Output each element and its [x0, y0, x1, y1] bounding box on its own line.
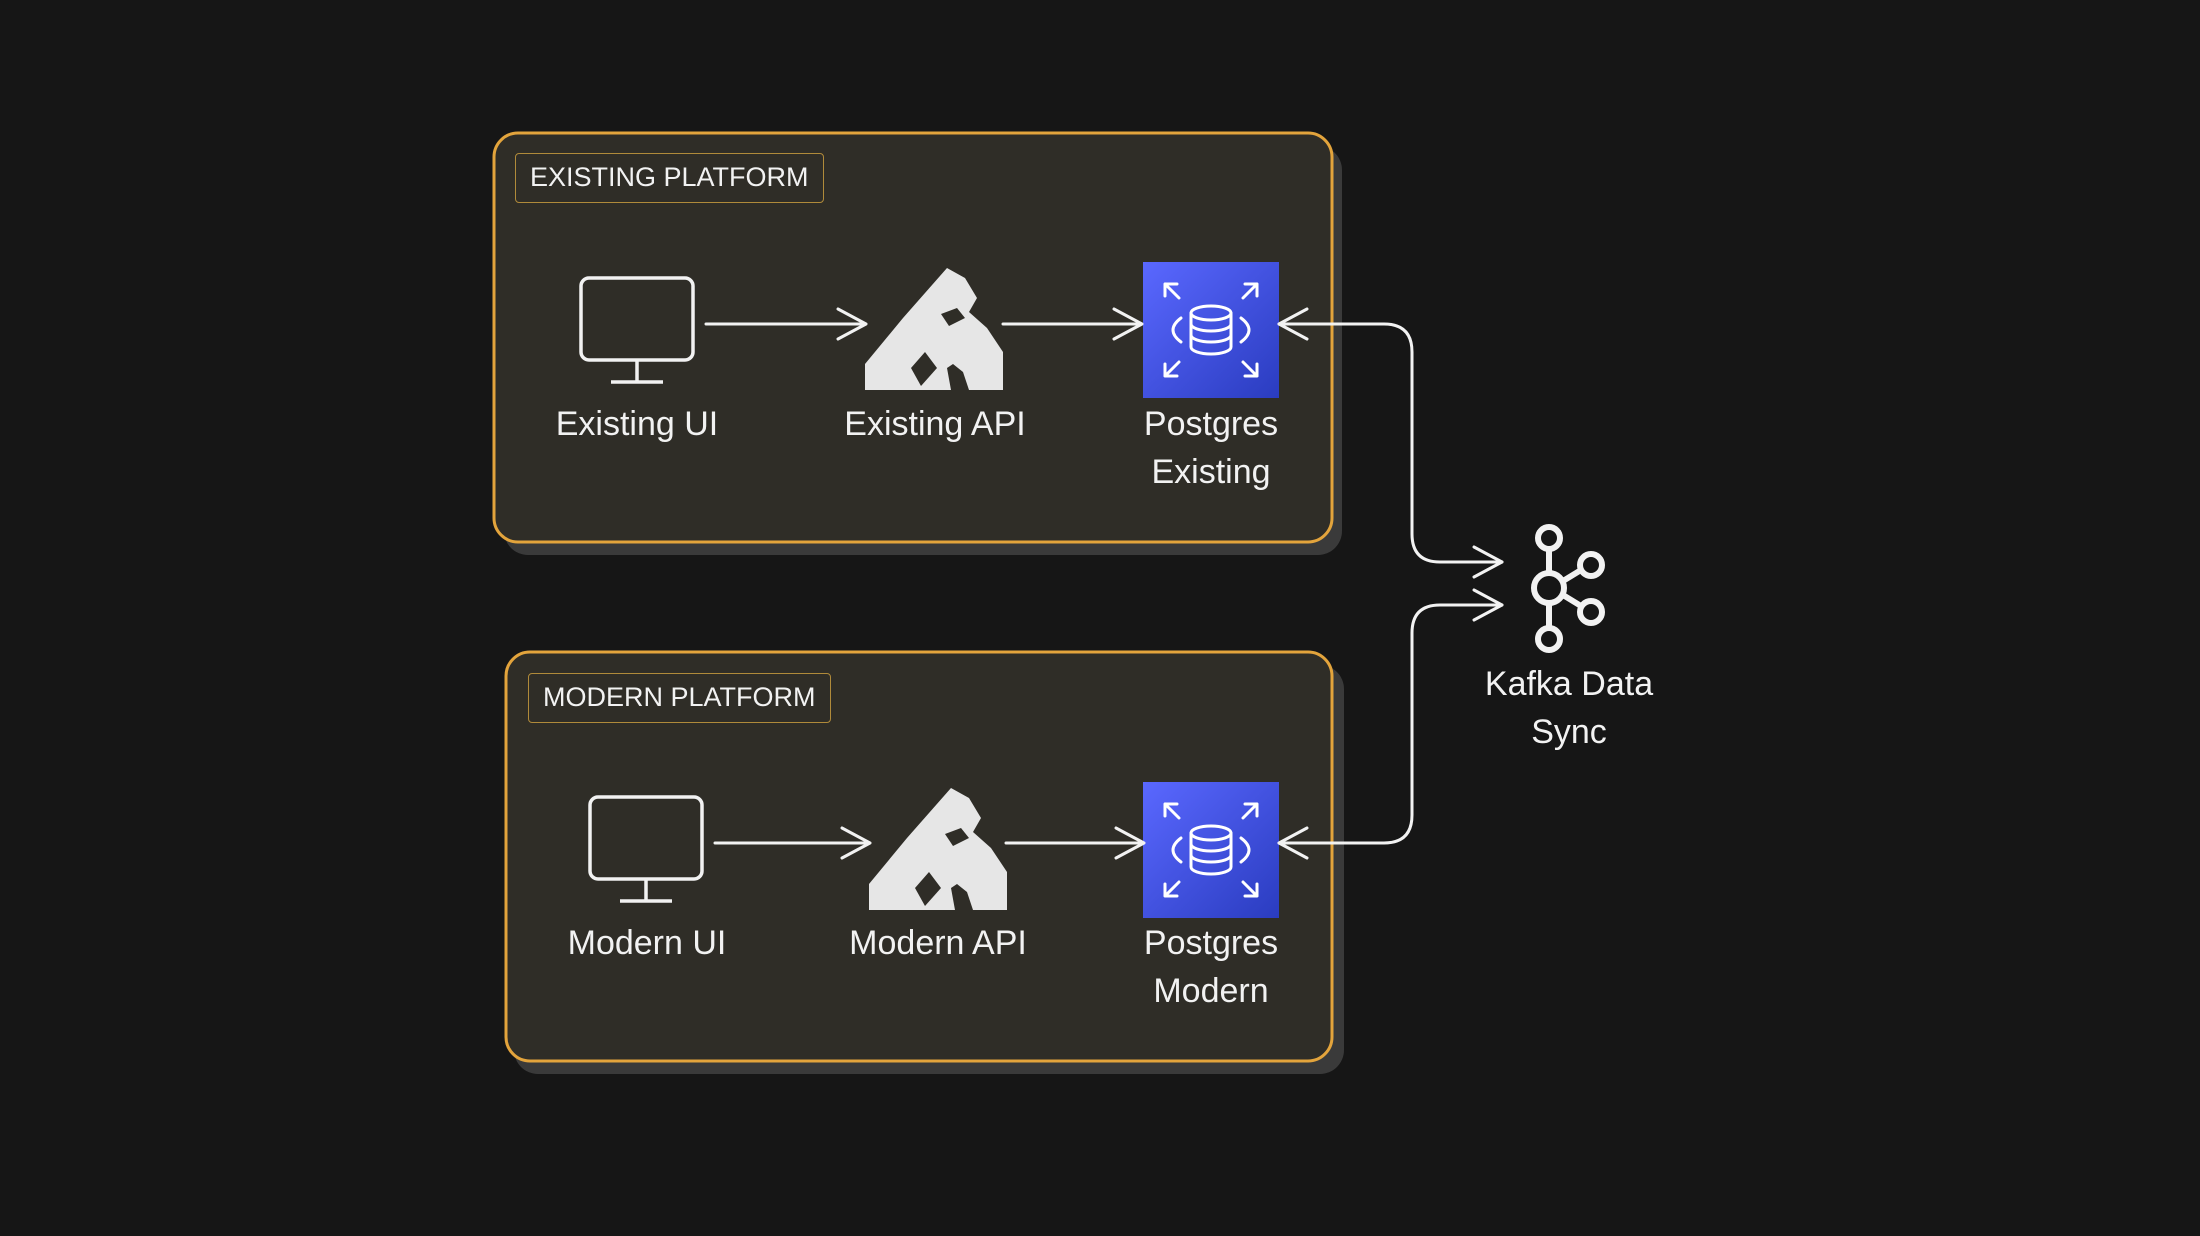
- postgres-modern-label-line1: Postgres: [1143, 924, 1279, 962]
- postgres-modern-database-icon: [1141, 780, 1281, 920]
- modern-ui-label: Modern UI: [567, 924, 727, 962]
- postgres-existing-database-icon: [1141, 260, 1281, 400]
- kafka-icon: [1531, 524, 1605, 653]
- kafka-data-sync-label: Kafka Data Sync: [1485, 660, 1653, 756]
- modern-ui-to-api-arrow: [713, 826, 872, 860]
- postgres-existing-label-line1: Postgres: [1143, 405, 1279, 443]
- kafka-label-line1: Kafka Data: [1484, 665, 1654, 703]
- kafka-sync-existing-connector: [1277, 322, 1504, 564]
- postgres-existing-label-line2: Existing: [1151, 453, 1271, 491]
- existing-db-arrowhead: [1277, 307, 1309, 341]
- modern-api-to-db-arrow: [1004, 826, 1146, 860]
- modern-db-arrowhead: [1277, 826, 1309, 860]
- postgres-modern-label-line2: Modern: [1153, 972, 1269, 1010]
- existing-ui-label: Existing UI: [555, 405, 719, 443]
- existing-api-label: Existing API: [844, 405, 1026, 443]
- postgres-existing-label: Postgres Existing: [1144, 400, 1278, 496]
- existing-api-to-db-arrow: [1001, 307, 1144, 341]
- kafka-modern-arrowhead: [1472, 588, 1504, 622]
- kafka-label-line2: Sync: [1531, 713, 1607, 751]
- modern-api-label: Modern API: [849, 924, 1027, 962]
- existing-ui-to-api-arrow: [704, 307, 868, 341]
- existing-platform-tag: EXISTING PLATFORM: [515, 153, 824, 203]
- postgres-modern-label: Postgres Modern: [1144, 919, 1278, 1015]
- kafka-sync-modern-connector: [1277, 603, 1504, 845]
- modern-platform-tag: MODERN PLATFORM: [528, 673, 831, 723]
- kafka-existing-arrowhead: [1472, 545, 1504, 579]
